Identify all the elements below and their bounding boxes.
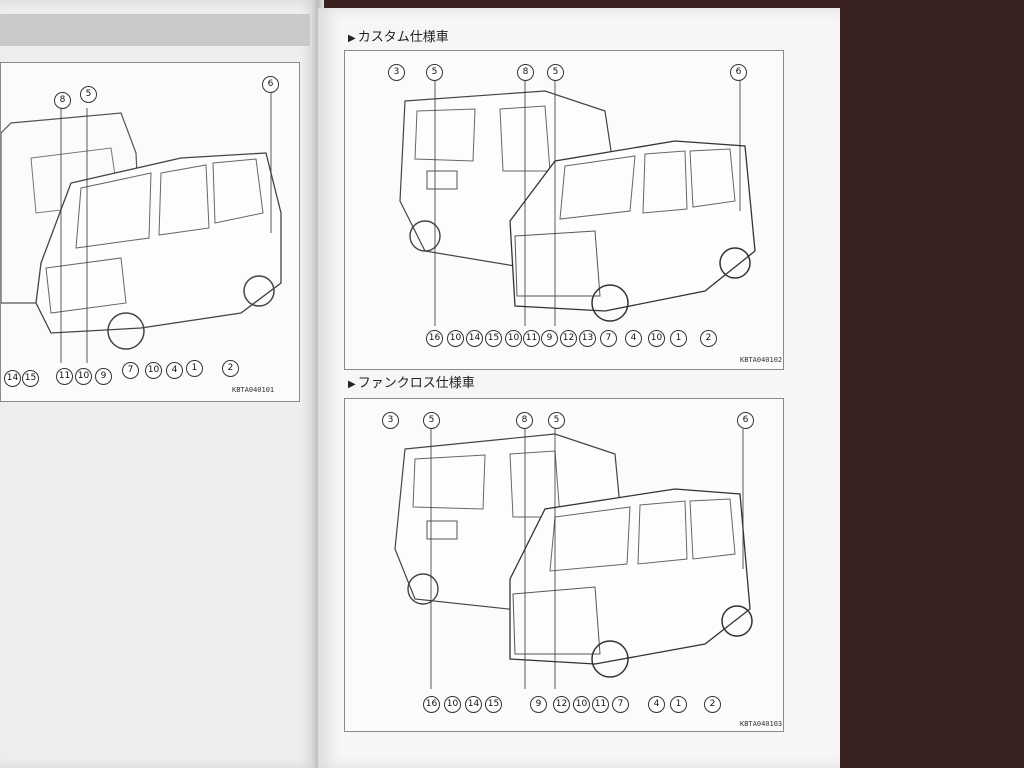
callout: 10 [505,330,522,347]
callout: 15 [485,330,502,347]
left-diagram-frame [0,62,300,402]
section-title-funcross: ▶ファンクロス仕様車 [348,376,475,391]
callout: 10 [75,368,92,385]
left-page: 8 5 6 14 15 11 10 9 7 10 4 1 2 KBTA04010… [0,0,318,768]
header-band [0,14,310,46]
custom-diagram-frame [344,50,784,370]
callout: 11 [592,696,609,713]
callout: 10 [648,330,665,347]
callout: 9 [541,330,558,347]
callout: 13 [579,330,596,347]
callout: 12 [560,330,577,347]
callout: 2 [700,330,717,347]
callout: 4 [625,330,642,347]
callout: 5 [548,412,565,429]
callout: 5 [426,64,443,81]
figure-code: KBTA040102 [740,356,783,364]
section-title-custom: ▶カスタム仕様車 [348,30,449,45]
callout: 9 [95,368,112,385]
callout: 11 [56,368,73,385]
callout: 7 [612,696,629,713]
table-surface [838,0,1024,768]
funcross-diagram-frame [344,398,784,732]
callout: 7 [600,330,617,347]
callout: 5 [80,86,97,103]
callout: 7 [122,362,139,379]
callout: 5 [423,412,440,429]
figure-code: KBTA040103 [740,720,783,728]
callout: 10 [447,330,464,347]
callout: 10 [145,362,162,379]
callout: 10 [444,696,461,713]
callout: 6 [730,64,747,81]
callout: 5 [547,64,564,81]
callout: 1 [670,330,687,347]
left-car-illustration [1,93,282,363]
callout: 3 [388,64,405,81]
figure-code: KBTA040101 [232,386,275,394]
funcross-car-illustration [394,429,753,689]
callout: 3 [382,412,399,429]
callout: 16 [426,330,443,347]
custom-car-illustration [399,81,756,326]
callout: 14 [4,370,21,387]
callout: 6 [737,412,754,429]
triangle-right-icon: ▶ [348,379,356,390]
callout: 11 [523,330,540,347]
callout: 6 [262,76,279,93]
triangle-right-icon: ▶ [348,33,356,44]
callout: 8 [54,92,71,109]
callout: 10 [573,696,590,713]
callout: 16 [423,696,440,713]
callout: 4 [166,362,183,379]
callout: 2 [222,360,239,377]
callout: 14 [465,696,482,713]
callout: 8 [516,412,533,429]
callout: 1 [186,360,203,377]
callout: 2 [704,696,721,713]
callout: 14 [466,330,483,347]
callout: 1 [670,696,687,713]
callout: 4 [648,696,665,713]
callout: 9 [530,696,547,713]
callout: 8 [517,64,534,81]
callout: 12 [553,696,570,713]
callout: 15 [485,696,502,713]
callout: 15 [22,370,39,387]
